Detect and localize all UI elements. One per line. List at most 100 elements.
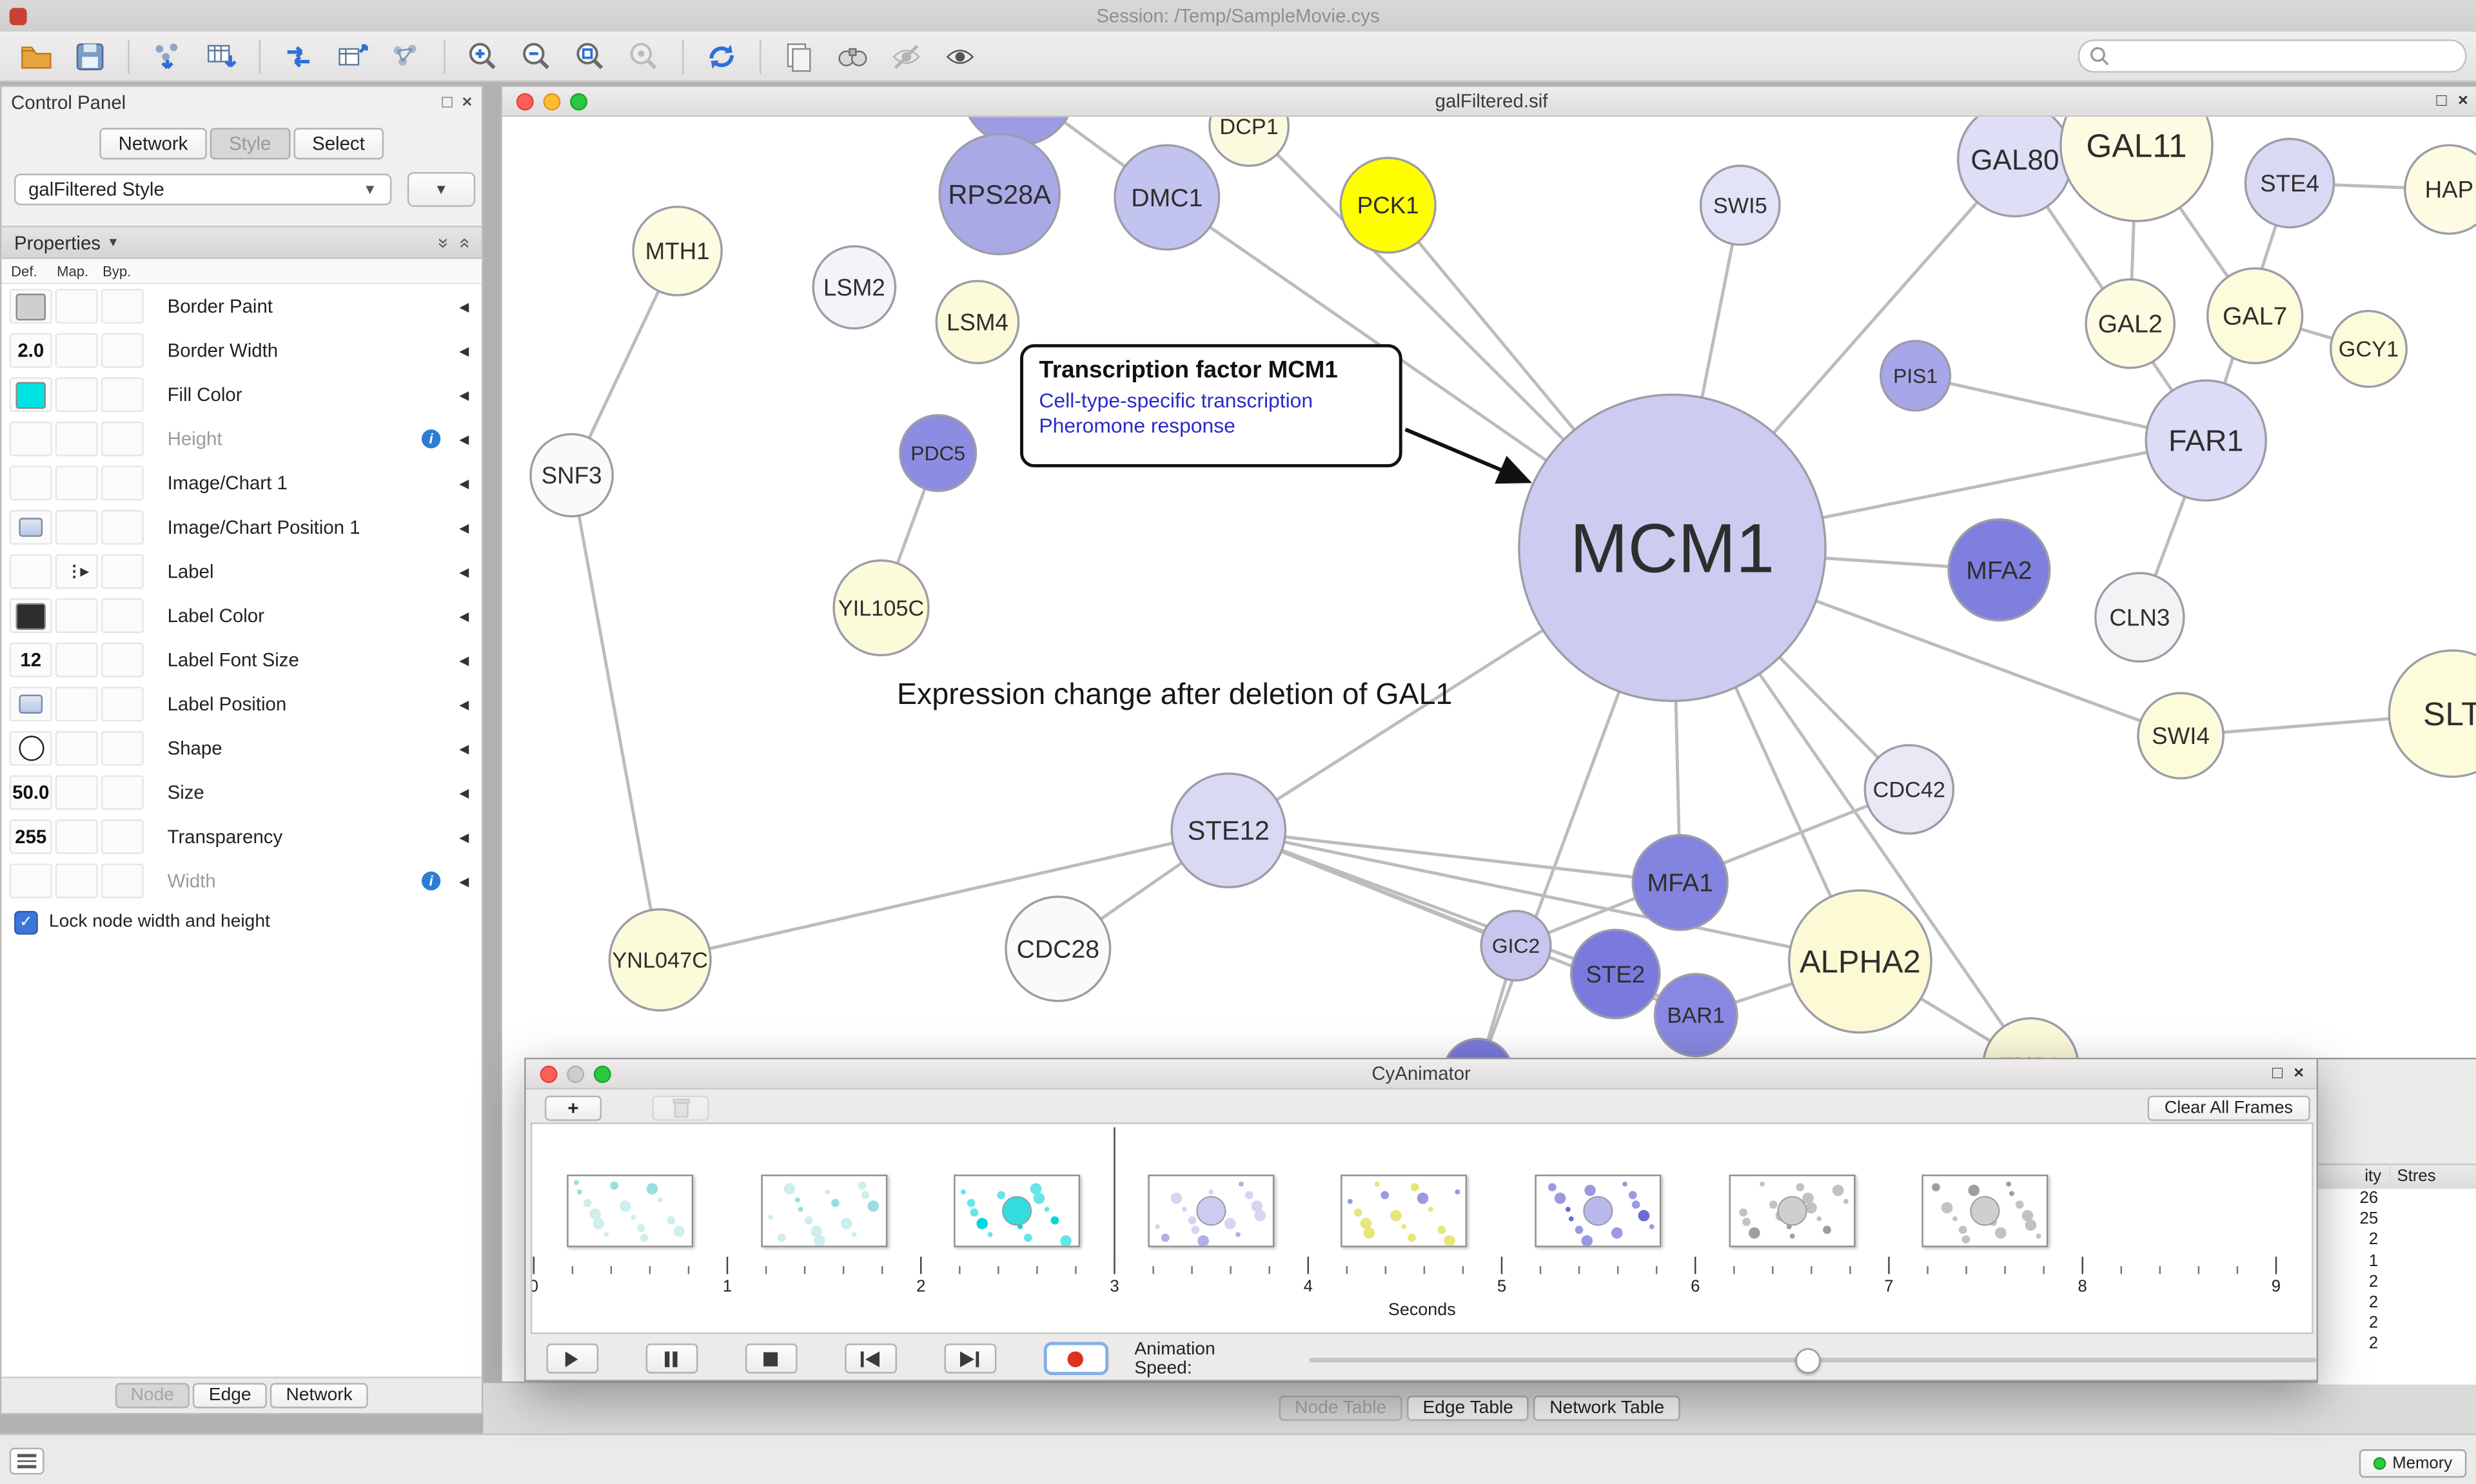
window-close-icon[interactable]: × — [2294, 1064, 2304, 1084]
network-node-BAR1[interactable] — [1653, 973, 1738, 1058]
property-map-cell[interactable] — [55, 510, 98, 545]
export-table-icon[interactable] — [328, 35, 375, 77]
network-node-CDC28[interactable] — [1005, 895, 1112, 1002]
hide-selected-icon[interactable] — [883, 35, 930, 77]
property-map-cell[interactable]: ⋮▸ — [55, 554, 98, 589]
property-def-cell[interactable] — [9, 510, 52, 545]
show-all-icon[interactable] — [936, 35, 983, 77]
property-byp-cell[interactable] — [101, 465, 144, 501]
tab-edge-table[interactable]: Edge Table — [1407, 1395, 1529, 1421]
property-def-cell[interactable] — [9, 421, 52, 456]
property-byp-cell[interactable] — [101, 554, 144, 589]
property-map-cell[interactable] — [55, 377, 98, 413]
property-def-cell[interactable]: 12 — [9, 642, 52, 678]
frame-thumbnail-5[interactable] — [1341, 1175, 1468, 1247]
canvas-text-annotation[interactable]: Expression change after deletion of GAL1 — [897, 679, 1453, 712]
lock-size-row[interactable]: ✓ Lock node width and height — [1, 903, 482, 941]
property-map-cell[interactable] — [55, 819, 98, 854]
frame-thumbnail-2[interactable] — [760, 1175, 887, 1247]
frame-thumbnail-3[interactable] — [954, 1175, 1081, 1247]
zoom-in-icon[interactable] — [460, 35, 507, 77]
annotation-link-2[interactable]: Pheromone response — [1039, 413, 1235, 438]
panel-close-icon[interactable]: × — [462, 93, 473, 112]
property-row-shape[interactable]: Shape◀ — [1, 726, 482, 771]
previous-frame-button[interactable] — [844, 1343, 897, 1374]
cyanimator-timeline[interactable]: 0123456789 Seconds — [530, 1122, 2314, 1334]
network-node-YNL047C[interactable] — [608, 908, 712, 1012]
network-node-DMC1[interactable] — [1114, 144, 1221, 251]
table-row[interactable]: 25 — [2318, 1209, 2476, 1230]
column-header-stress[interactable]: Stres — [2397, 1166, 2436, 1186]
window-minimize-button[interactable] — [543, 92, 561, 110]
network-node-MCM1[interactable] — [1518, 393, 1827, 703]
save-session-icon[interactable] — [66, 35, 113, 77]
expand-row-arrow-icon[interactable]: ◀ — [459, 343, 469, 358]
window-zoom-button[interactable] — [570, 92, 588, 110]
zoom-out-icon[interactable] — [513, 35, 560, 77]
annotation-link-1[interactable]: Cell-type-specific transcription — [1039, 388, 1313, 413]
expand-row-arrow-icon[interactable]: ◀ — [459, 874, 469, 888]
property-def-cell[interactable]: 50.0 — [9, 775, 52, 810]
property-def-cell[interactable] — [9, 687, 52, 722]
network-node-GAL11[interactable] — [2059, 117, 2214, 222]
network-node-GAL7[interactable] — [2206, 267, 2304, 364]
network-edge-STE12-MFA1[interactable] — [1228, 828, 1680, 884]
window-close-button[interactable] — [540, 1064, 558, 1082]
property-byp-cell[interactable] — [101, 819, 144, 854]
snapshot-icon[interactable] — [775, 35, 822, 77]
expand-row-arrow-icon[interactable]: ◀ — [459, 652, 469, 667]
add-frame-button[interactable]: + — [544, 1095, 602, 1120]
window-zoom-button[interactable] — [593, 1064, 611, 1082]
property-byp-cell[interactable] — [101, 421, 144, 456]
checkbox-checked-icon[interactable]: ✓ — [14, 910, 38, 934]
memory-button[interactable]: Memory — [2359, 1449, 2467, 1478]
zoom-fit-icon[interactable] — [567, 35, 614, 77]
table-row[interactable]: 2 — [2318, 1334, 2476, 1355]
expand-row-arrow-icon[interactable]: ◀ — [459, 785, 469, 800]
open-session-icon[interactable] — [13, 35, 60, 77]
frame-thumbnail-1[interactable] — [567, 1175, 694, 1247]
network-node-LSM4[interactable] — [935, 280, 1020, 364]
expand-row-arrow-icon[interactable]: ◀ — [459, 741, 469, 756]
expand-row-arrow-icon[interactable]: ◀ — [459, 829, 469, 844]
delete-frame-button[interactable] — [652, 1095, 709, 1120]
status-menu-button[interactable] — [9, 1447, 44, 1475]
property-map-cell[interactable] — [55, 465, 98, 501]
import-network-icon[interactable] — [144, 35, 191, 77]
property-map-cell[interactable] — [55, 863, 98, 899]
expand-row-arrow-icon[interactable]: ◀ — [459, 476, 469, 491]
clear-all-frames-button[interactable]: Clear All Frames — [2147, 1095, 2310, 1121]
property-map-cell[interactable] — [55, 333, 98, 368]
network-window-titlebar[interactable]: galFiltered.sif □× — [502, 86, 2476, 117]
property-byp-cell[interactable] — [101, 775, 144, 810]
property-byp-cell[interactable] — [101, 333, 144, 368]
property-row-image-chart-position-1[interactable]: Image/Chart Position 1◀ — [1, 505, 482, 550]
network-node-CLN3[interactable] — [2094, 572, 2185, 663]
network-node-SLT[interactable] — [2388, 649, 2476, 778]
network-node-STE4[interactable] — [2244, 137, 2335, 229]
property-row-label[interactable]: ⋮▸Label◀ — [1, 549, 482, 594]
tab-style[interactable]: Style — [210, 128, 290, 160]
property-def-cell[interactable] — [9, 554, 52, 589]
tab-network-table[interactable]: Network Table — [1533, 1395, 1680, 1421]
window-float-icon[interactable]: □ — [2436, 92, 2447, 111]
property-map-cell[interactable] — [55, 730, 98, 766]
window-float-icon[interactable]: □ — [2272, 1064, 2283, 1084]
annotation-box[interactable]: Transcription factor MCM1 Cell-type-spec… — [1020, 344, 1402, 467]
window-close-icon[interactable]: × — [2457, 92, 2468, 111]
first-neighbors-icon[interactable] — [829, 35, 876, 77]
style-selector[interactable]: galFiltered Style ▼ — [14, 173, 391, 206]
network-node-PIS1[interactable] — [1880, 340, 1952, 412]
property-map-cell[interactable] — [55, 775, 98, 810]
table-row[interactable]: 2 — [2318, 1293, 2476, 1314]
search-input[interactable] — [2109, 44, 2456, 68]
import-table-icon[interactable] — [197, 35, 244, 77]
tab-network[interactable]: Network — [99, 128, 207, 160]
slider-knob[interactable] — [1795, 1348, 1821, 1374]
property-def-cell[interactable] — [9, 465, 52, 501]
